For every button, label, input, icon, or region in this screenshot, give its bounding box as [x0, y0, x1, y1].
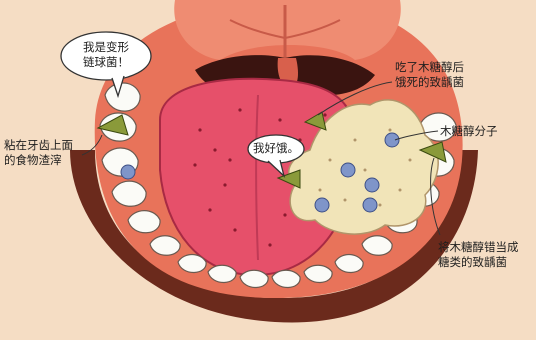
- bacterium: [363, 198, 377, 212]
- bacterium: [385, 133, 399, 147]
- bacterium: [121, 165, 135, 179]
- bacterium: [365, 178, 379, 192]
- speech-streptococcus: 我是变形 链球菌！: [70, 40, 142, 70]
- label-dead-bacteria: 吃了木糖醇后 饿死的致龋菌: [395, 60, 485, 90]
- label-food-debris: 粘在牙齿上面 的食物渣滓: [4, 138, 89, 168]
- bacterium: [341, 163, 355, 177]
- bacterium: [315, 198, 329, 212]
- label-xylitol-molecule: 木糖醇分子: [440, 124, 532, 139]
- speech-hungry: 我好饿。: [252, 141, 300, 156]
- label-mistaken-bacteria: 将木糖醇错当成 糖类的致龋菌: [438, 240, 534, 270]
